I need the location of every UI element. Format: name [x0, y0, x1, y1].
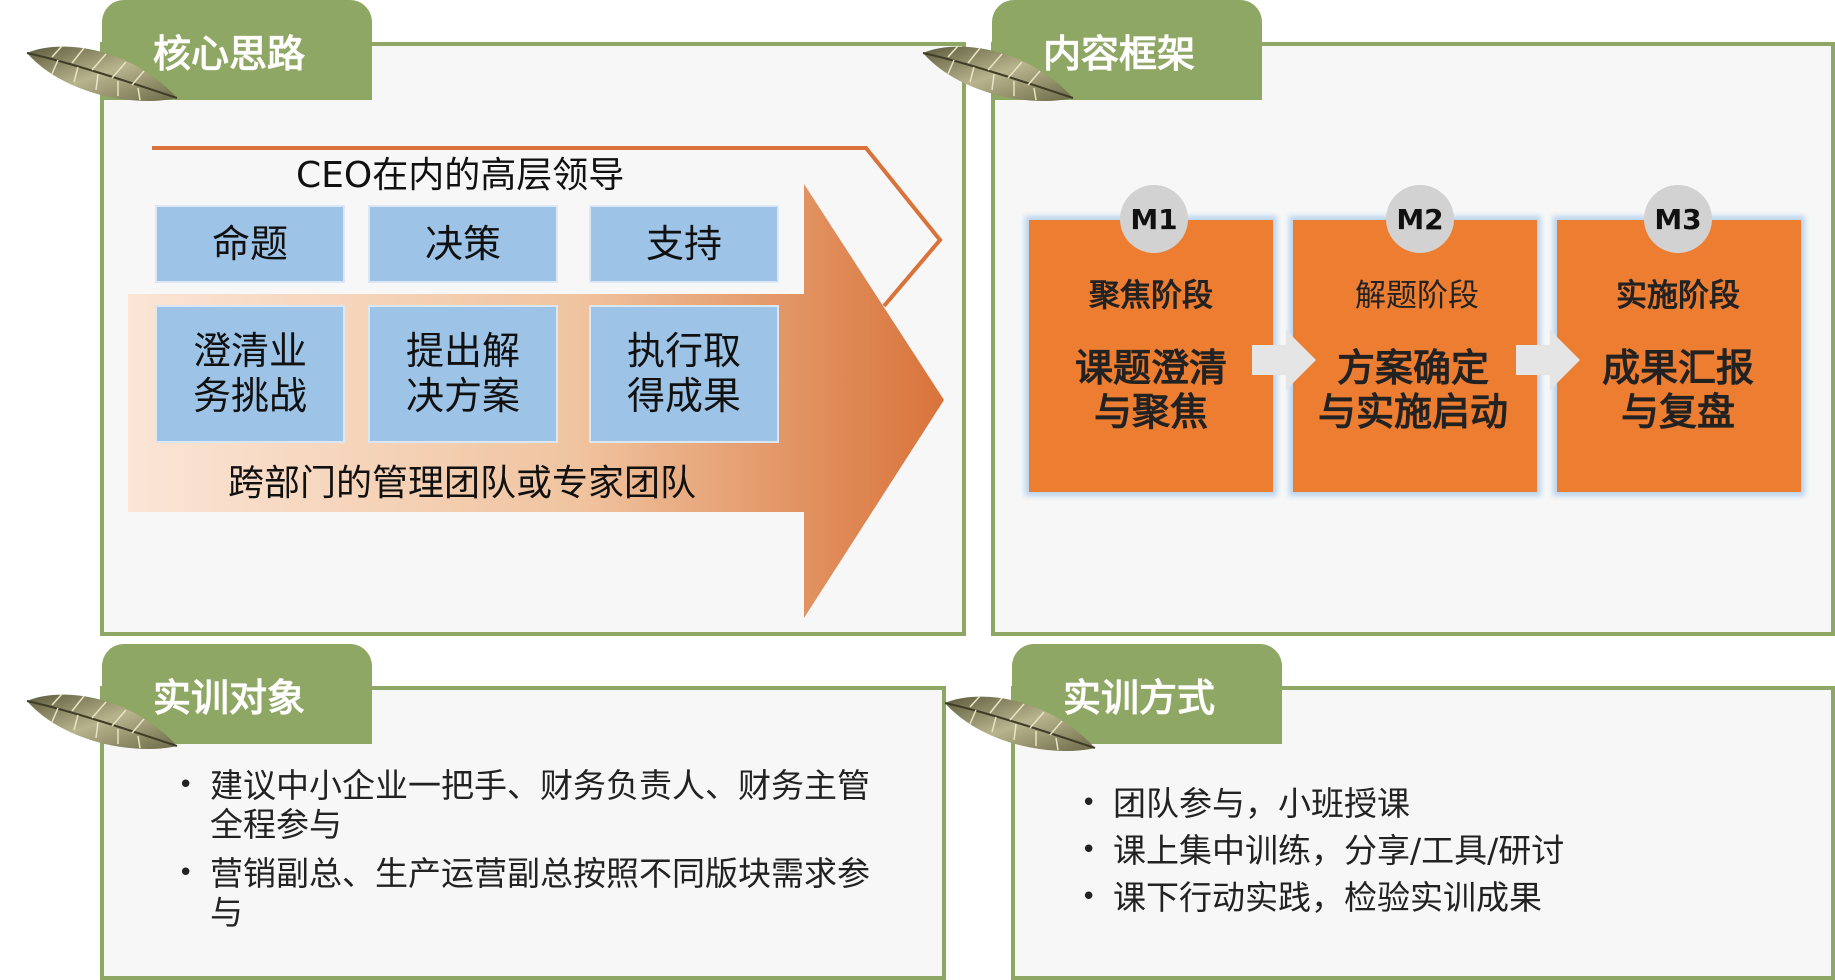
- team-box-execute: 执行取 得成果: [589, 305, 779, 443]
- module-arrow-icon: [1252, 330, 1316, 390]
- module-badge-m3: M3: [1644, 185, 1712, 253]
- team-box-clarify: 澄清业 务挑战: [155, 305, 345, 443]
- leaf-icon: [918, 38, 1078, 108]
- core-idea-title: 核心思路: [152, 31, 305, 76]
- content-framework-title: 内容框架: [1042, 31, 1195, 76]
- top-box-support: 支持: [589, 205, 779, 283]
- module-stage-m3: 实施阶段: [1616, 278, 1740, 314]
- module-stage-m1: 聚焦阶段: [1089, 278, 1213, 314]
- training-method-list: 团队参与，小班授课 课上集中训练，分享/工具/研讨 课下行动实践，检验实训成果: [1081, 780, 1801, 921]
- module-title-m2: 方案确定 与实施启动: [1317, 346, 1508, 434]
- leaf-icon: [22, 686, 182, 756]
- module-stage-m2: 解题阶段: [1355, 278, 1479, 314]
- trainees-title: 实训对象: [152, 675, 305, 720]
- leaf-icon: [22, 38, 182, 108]
- leadership-bracket-line: [152, 146, 943, 308]
- module-badge-m1: M1: [1120, 185, 1188, 253]
- module-card-m1: [1029, 220, 1273, 492]
- module-badge-m2: M2: [1386, 185, 1454, 253]
- training-method-item: 课下行动实践，检验实训成果: [1081, 874, 1801, 921]
- module-card-m2: [1293, 220, 1537, 492]
- trainees-list: 建议中小企业一把手、财务负责人、财务主管全程参与 营销副总、生产运营副总按照不同…: [178, 766, 888, 932]
- training-method-item: 课上集中训练，分享/工具/研讨: [1081, 827, 1801, 874]
- leaf-icon: [940, 688, 1100, 758]
- trainees-item: 营销副总、生产运营副总按照不同版块需求参与: [178, 854, 888, 932]
- module-arrow-icon: [1516, 330, 1580, 390]
- leadership-label: CEO在内的高层领导: [296, 155, 625, 196]
- top-box-decision: 决策: [368, 205, 558, 283]
- training-method-title: 实训方式: [1062, 675, 1215, 720]
- team-box-propose: 提出解 决方案: [368, 305, 558, 443]
- team-label: 跨部门的管理团队或专家团队: [228, 463, 697, 504]
- module-title-m1: 课题澄清 与聚焦: [1074, 346, 1227, 434]
- trainees-item: 建议中小企业一把手、财务负责人、财务主管全程参与: [178, 766, 888, 844]
- top-box-proposition: 命题: [155, 205, 345, 283]
- training-method-item: 团队参与，小班授课: [1081, 780, 1801, 827]
- module-card-m3: [1557, 220, 1801, 492]
- module-title-m3: 成果汇报 与复盘: [1601, 346, 1754, 434]
